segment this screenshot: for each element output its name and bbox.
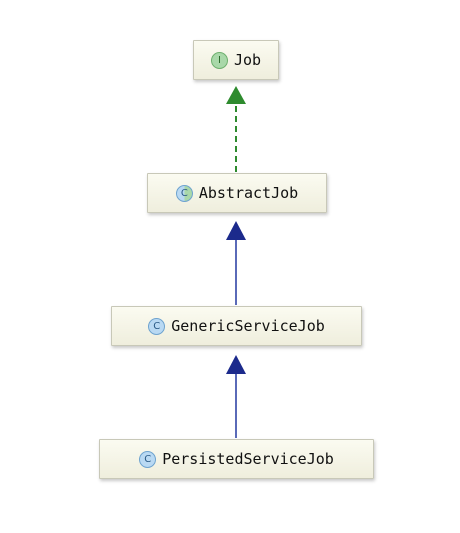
node-generic-service-job-label: GenericServiceJob bbox=[171, 317, 325, 335]
node-generic-service-job[interactable]: C GenericServiceJob bbox=[111, 306, 362, 346]
abstract-class-icon: C bbox=[175, 184, 193, 202]
edge-abstractjob-implements-job-arrowhead bbox=[226, 86, 246, 104]
node-job-label: Job bbox=[233, 51, 262, 69]
interface-icon: I bbox=[210, 51, 228, 69]
edge-persistedservicejob-extends-genericservicejob-arrowhead bbox=[226, 355, 246, 374]
node-abstract-job-label: AbstractJob bbox=[198, 184, 299, 202]
class-icon: C bbox=[148, 317, 166, 335]
class-icon: C bbox=[139, 450, 157, 468]
node-persisted-service-job-label: PersistedServiceJob bbox=[162, 450, 334, 468]
node-job[interactable]: I Job bbox=[193, 40, 279, 80]
node-persisted-service-job[interactable]: C PersistedServiceJob bbox=[99, 439, 374, 479]
node-abstract-job[interactable]: C AbstractJob bbox=[147, 173, 327, 213]
edge-genericservicejob-extends-abstractjob-arrowhead bbox=[226, 221, 246, 240]
